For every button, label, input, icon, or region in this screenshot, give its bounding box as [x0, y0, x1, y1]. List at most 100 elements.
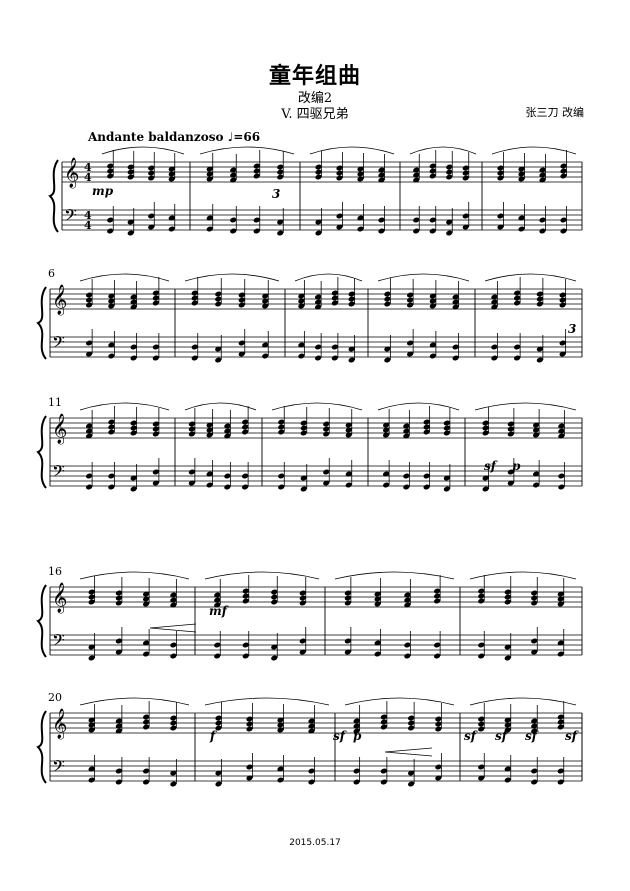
- bass-notehead: [452, 344, 459, 350]
- bass-notehead: [88, 777, 95, 783]
- treble-notehead: [435, 721, 442, 727]
- bass-notehead: [143, 779, 150, 785]
- treble-notehead: [130, 425, 137, 431]
- footer-date: 2015.05.17: [289, 838, 341, 848]
- bass-notehead: [403, 484, 410, 490]
- time-sig-top: 4: [84, 161, 92, 174]
- bass-notehead: [299, 649, 306, 655]
- bass-notehead: [478, 764, 485, 770]
- treble-notehead: [130, 299, 137, 305]
- treble-notehead: [148, 165, 155, 171]
- bass-notehead: [168, 215, 175, 221]
- treble-notehead: [188, 431, 195, 437]
- bass-notehead: [278, 484, 285, 490]
- treble-notehead: [518, 171, 525, 177]
- slur: [271, 402, 363, 411]
- bass-notehead: [191, 344, 198, 350]
- bass-notehead: [423, 473, 430, 479]
- bass-notehead: [107, 228, 114, 234]
- treble-notehead: [115, 728, 122, 734]
- bass-notehead: [378, 217, 385, 223]
- treble-notehead: [152, 431, 159, 437]
- slur: [199, 146, 295, 155]
- slur: [204, 571, 320, 580]
- treble-notehead: [299, 595, 306, 601]
- bass-notehead: [277, 777, 284, 783]
- slur: [469, 571, 577, 580]
- bass-notehead: [539, 228, 546, 234]
- dynamic-marking: sf: [333, 729, 347, 743]
- bass-notehead: [315, 344, 322, 350]
- treble-notehead: [383, 432, 390, 438]
- bass-notehead: [253, 217, 260, 223]
- treble-notehead: [298, 303, 305, 309]
- bass-notehead: [238, 351, 245, 357]
- dynamic-marking: f: [209, 729, 217, 743]
- treble-notehead: [478, 588, 485, 594]
- treble-notehead: [478, 721, 485, 727]
- treble-notehead: [380, 714, 387, 720]
- treble-notehead: [504, 722, 511, 728]
- treble-notehead: [253, 168, 260, 174]
- treble-notehead: [560, 168, 567, 174]
- score-title: 童年组曲: [268, 63, 361, 89]
- bass-notehead: [404, 653, 411, 659]
- slur: [204, 697, 330, 706]
- bass-notehead: [214, 642, 221, 648]
- treble-notehead: [246, 716, 253, 722]
- bass-notehead: [353, 768, 360, 774]
- treble-notehead: [298, 293, 305, 299]
- bass-notehead: [277, 230, 284, 236]
- treble-notehead: [348, 301, 355, 307]
- treble-notehead: [86, 423, 93, 429]
- treble-notehead: [308, 723, 315, 729]
- bass-notehead: [152, 344, 159, 350]
- treble-notehead: [278, 429, 285, 435]
- treble-notehead: [188, 421, 195, 427]
- treble-notehead: [315, 164, 322, 170]
- bass-notehead: [462, 213, 469, 219]
- bass-notehead: [224, 473, 231, 479]
- bass-notehead: [434, 642, 441, 648]
- treble-notehead: [357, 176, 364, 182]
- bass-notehead: [504, 644, 511, 650]
- brace: [36, 584, 47, 658]
- treble-notehead: [504, 599, 511, 605]
- treble-notehead: [308, 728, 315, 734]
- bass-notehead: [170, 642, 177, 648]
- bass-notehead: [108, 342, 115, 348]
- treble-notehead: [482, 430, 489, 436]
- bass-notehead: [374, 651, 381, 657]
- bass-notehead: [215, 781, 222, 787]
- bass-notehead: [130, 486, 137, 492]
- bass-clef-icon: 𝄢: [52, 630, 65, 654]
- bass-notehead: [558, 473, 565, 479]
- bass-notehead: [557, 768, 564, 774]
- treble-notehead: [107, 173, 114, 179]
- treble-notehead: [446, 164, 453, 170]
- treble-notehead: [323, 421, 330, 427]
- bass-notehead: [504, 655, 511, 661]
- treble-notehead: [262, 293, 269, 299]
- treble-notehead: [452, 304, 459, 310]
- treble-notehead: [278, 419, 285, 425]
- treble-notehead: [558, 433, 565, 439]
- bass-notehead: [345, 482, 352, 488]
- dynamic-marking: sf: [484, 459, 498, 473]
- bass-notehead: [262, 353, 269, 359]
- bass-notehead: [130, 475, 137, 481]
- treble-notehead: [230, 167, 237, 173]
- treble-notehead: [88, 722, 95, 728]
- treble-notehead: [514, 295, 521, 301]
- treble-notehead: [557, 724, 564, 730]
- treble-notehead: [277, 717, 284, 723]
- bass-notehead: [380, 768, 387, 774]
- bass-clef-icon: 𝄢: [52, 756, 65, 780]
- treble-notehead: [407, 302, 414, 308]
- treble-notehead: [323, 431, 330, 437]
- bass-notehead: [298, 342, 305, 348]
- treble-notehead: [168, 176, 175, 182]
- bass-notehead: [344, 638, 351, 644]
- bass-notehead: [315, 219, 322, 225]
- treble-notehead: [435, 716, 442, 722]
